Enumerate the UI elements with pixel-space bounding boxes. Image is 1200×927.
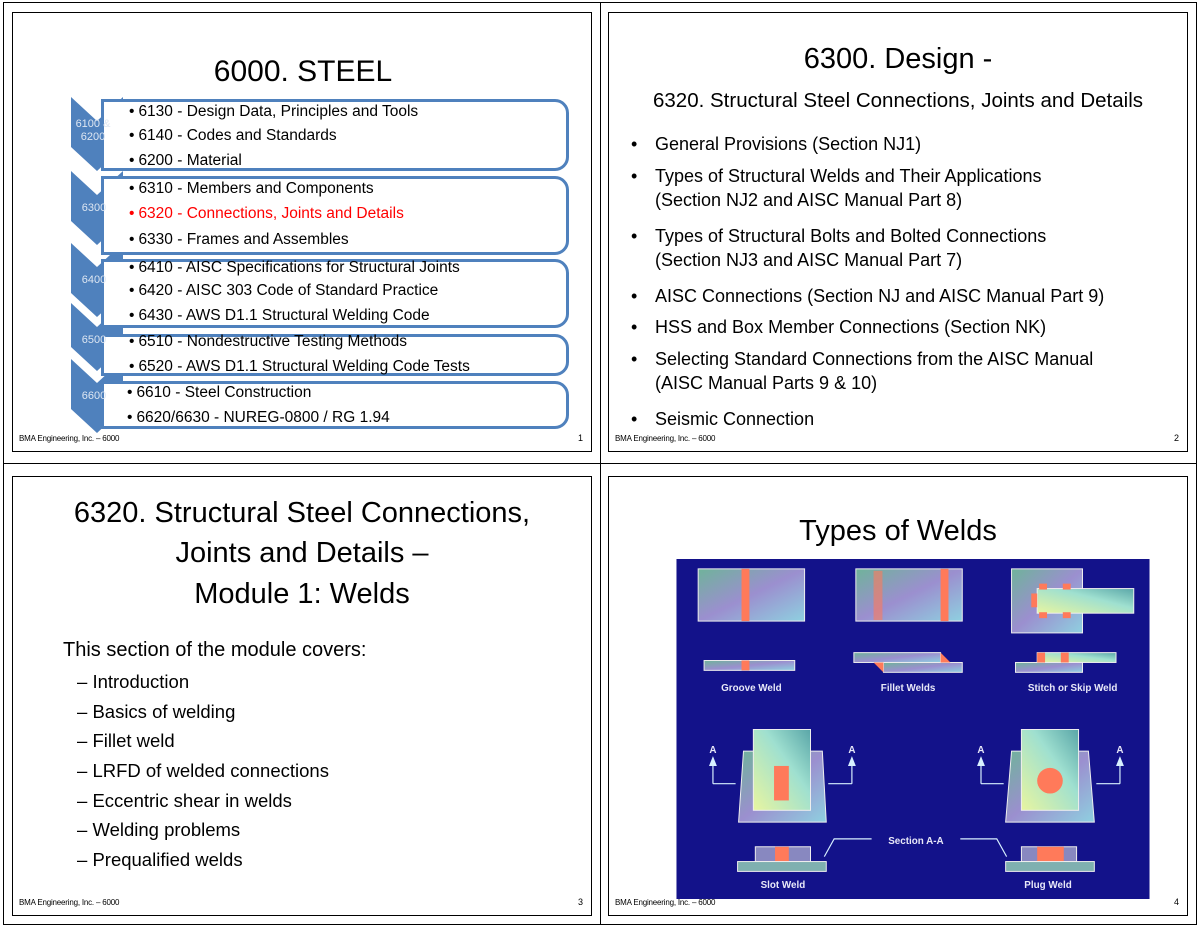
slide-3: 6320. Structural Steel Connections, Join… bbox=[12, 476, 592, 916]
slide-title-line: Joints and Details – bbox=[175, 537, 429, 569]
stitch-section-weld bbox=[1037, 652, 1046, 663]
list-item: – LRFD of welded connections bbox=[77, 760, 329, 781]
toc-item: 6200 - Material bbox=[129, 152, 241, 170]
groove-weld-mark bbox=[741, 568, 750, 622]
chevron-label: 6300 bbox=[81, 202, 107, 214]
plug-section-base bbox=[1005, 861, 1095, 872]
list-item: – Prequalified welds bbox=[77, 849, 243, 870]
stitch-section-weld bbox=[1060, 652, 1069, 663]
plug-section-weld bbox=[1037, 846, 1064, 862]
slide-title-line: Module 1: Welds bbox=[194, 578, 410, 610]
list-item: – Introduction bbox=[77, 671, 190, 692]
label-groove-weld: Groove Weld bbox=[721, 683, 782, 694]
slide-footer: BMA Engineering, Inc. – 6000 bbox=[615, 898, 716, 907]
weld-types-figure: Groove Weld Fillet Welds Stitch or Skip … bbox=[676, 559, 1150, 899]
page-number: 4 bbox=[1173, 897, 1179, 907]
slide-footer: BMA Engineering, Inc. – 6000 bbox=[19, 898, 120, 907]
stitch-weld bbox=[1062, 612, 1071, 619]
toc-item: 6510 - Nondestructive Testing Methods bbox=[129, 333, 407, 351]
label-a: A bbox=[977, 745, 984, 756]
stitch-section-bottom bbox=[1015, 661, 1083, 673]
stitch-weld bbox=[1039, 583, 1048, 590]
toc-item: 6520 - AWS D1.1 Structural Welding Code … bbox=[129, 358, 469, 376]
slot-section-weld bbox=[775, 846, 789, 862]
page-divider-horizontal bbox=[3, 463, 1197, 464]
stitch-weld bbox=[1039, 612, 1048, 619]
fillet-weld-mark bbox=[940, 568, 949, 622]
slide-4: Types of Welds bbox=[608, 476, 1188, 916]
chevron-label: 6400 bbox=[81, 274, 107, 286]
label-plug-weld: Plug Weld bbox=[1024, 880, 1071, 891]
chevron-label: 6600 bbox=[81, 390, 107, 402]
stitch-weld bbox=[1031, 593, 1038, 608]
slot-weld bbox=[774, 765, 789, 801]
label-section: Section A-A bbox=[888, 836, 943, 847]
toc-item: 6620/6630 - NUREG-0800 / RG 1.94 bbox=[127, 409, 389, 427]
section-arrow-line bbox=[712, 761, 1121, 785]
slide-footer: BMA Engineering, Inc. – 6000 bbox=[615, 434, 716, 443]
toc-item: 6410 - AISC Specifications for Structura… bbox=[129, 259, 459, 277]
label-stitch-weld: Stitch or Skip Weld bbox=[1028, 683, 1118, 694]
groove-plan-plate bbox=[697, 568, 806, 622]
arrow-up-icon bbox=[1116, 756, 1124, 766]
toc-item: 6420 - AISC 303 Code of Standard Practic… bbox=[129, 282, 438, 300]
slide-title: Types of Welds bbox=[799, 515, 997, 547]
toc-item: 6430 - AWS D1.1 Structural Welding Code bbox=[129, 307, 429, 325]
page-frame-bottom bbox=[3, 924, 1197, 925]
toc-item: 6140 - Codes and Standards bbox=[129, 127, 336, 145]
page-number: 1 bbox=[577, 433, 583, 443]
fillet-section-bottom bbox=[882, 661, 963, 673]
chevron-label: 6500 bbox=[81, 334, 107, 346]
label-slot-weld: Slot Weld bbox=[761, 880, 806, 891]
label-fillet-welds: Fillet Welds bbox=[881, 683, 936, 694]
arrow-up-icon bbox=[709, 756, 717, 766]
toc-item: 6130 - Design Data, Principles and Tools bbox=[129, 103, 418, 121]
arrow-up-icon bbox=[847, 756, 856, 766]
groove-section-weld bbox=[741, 660, 750, 671]
fillet-weld-left bbox=[873, 662, 884, 673]
stitch-section-top bbox=[1036, 652, 1117, 663]
fillet-weld-right bbox=[940, 652, 951, 663]
fillet-section-top bbox=[853, 652, 942, 663]
slide-title: 6300. Design - bbox=[803, 43, 993, 75]
section-leader-line bbox=[823, 838, 1008, 857]
slide-footer: BMA Engineering, Inc. – 6000 bbox=[19, 434, 120, 443]
chevron-label: 6100 & 6200 bbox=[75, 118, 111, 143]
slot-section-base bbox=[737, 861, 827, 872]
label-a: A bbox=[709, 745, 716, 756]
intro-text: This section of the module covers: bbox=[63, 639, 367, 661]
label-a: A bbox=[848, 745, 855, 756]
slide-title: 6000. STEEL bbox=[213, 55, 393, 88]
label-a: A bbox=[1116, 745, 1123, 756]
fillet-weld-hidden bbox=[873, 570, 883, 621]
slide-1: 6000. STEEL 6100 & 6200 6300 6400 6500 6… bbox=[12, 12, 592, 452]
page-number: 2 bbox=[1173, 433, 1179, 443]
plug-weld bbox=[1037, 767, 1063, 794]
slide-subtitle: 6320. Structural Steel Connections, Join… bbox=[653, 89, 1143, 112]
arrow-up-icon bbox=[977, 756, 985, 766]
toc-item: 6330 - Frames and Assembles bbox=[129, 231, 348, 249]
slide-2: 6300. Design - 6320. Structural Steel Co… bbox=[608, 12, 1188, 452]
toc-item: 6310 - Members and Components bbox=[129, 180, 373, 198]
slide-title-line: 6320. Structural Steel Connections, bbox=[73, 497, 531, 529]
stitch-weld bbox=[1062, 583, 1071, 590]
groove-section-plate bbox=[703, 660, 796, 671]
toc-item: 6610 - Steel Construction bbox=[127, 384, 311, 402]
toc-item-highlighted: 6320 - Connections, Joints and Details bbox=[129, 205, 403, 223]
list-item: – Eccentric shear in welds bbox=[77, 790, 292, 811]
list-item: – Basics of welding bbox=[77, 701, 236, 722]
page-number: 3 bbox=[577, 897, 583, 907]
stitch-plan-lap bbox=[1036, 588, 1135, 614]
list-item: – Welding problems bbox=[77, 819, 241, 840]
list-item: – Fillet weld bbox=[77, 730, 175, 751]
